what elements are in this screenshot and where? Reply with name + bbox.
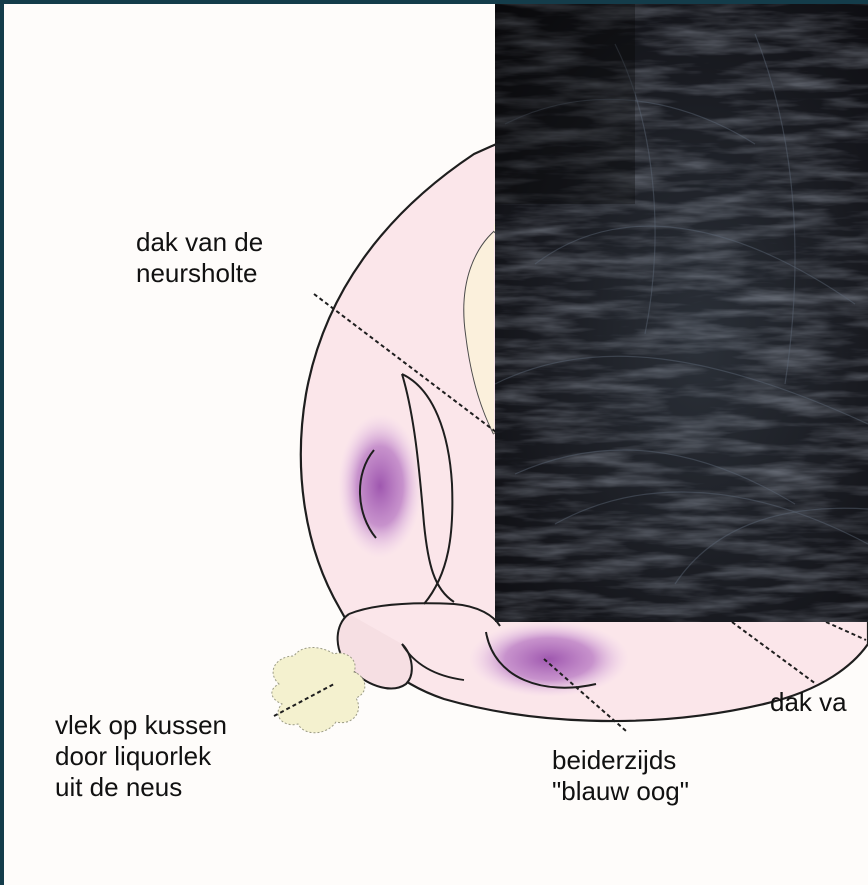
hair-photo-overlay [495,4,868,622]
fluid-spot [272,648,365,733]
label-black-eyes: beiderzijds "blauw oog" [552,745,689,807]
label-pillow-spot: vlek op kussen door liquorlek uit de neu… [55,710,227,803]
label-roof-nasal-cavity: dak van de neursholte [136,227,263,289]
label-roof-truncated: dak va [770,687,847,718]
right-eye-bruise [469,621,629,697]
left-eye-bruise [338,414,422,558]
